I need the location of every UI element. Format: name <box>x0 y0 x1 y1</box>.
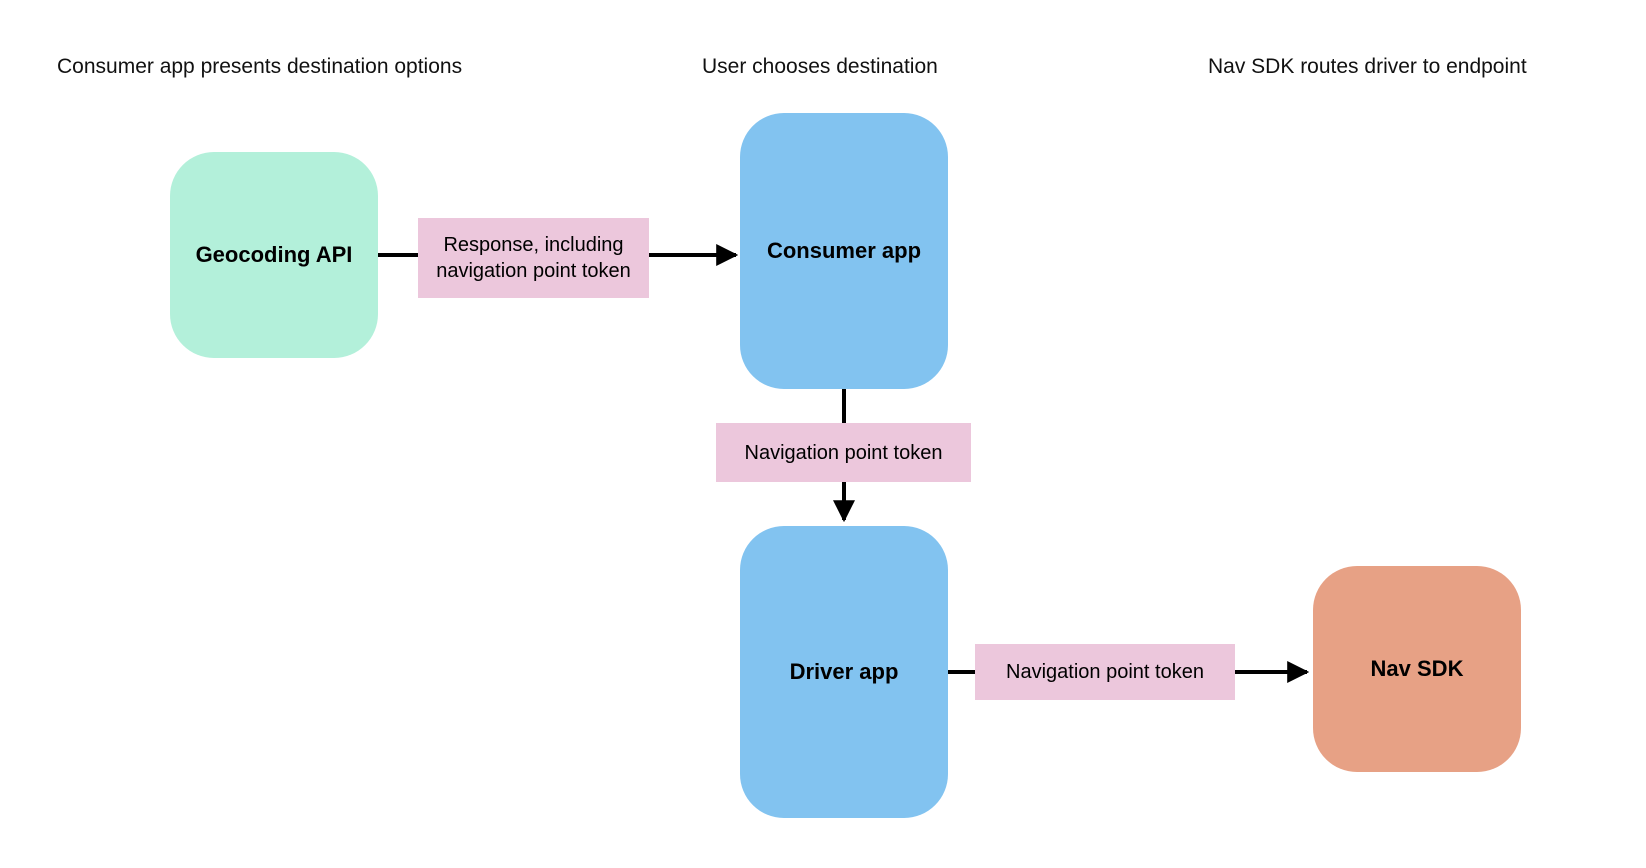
node-geocoding-api-label: Geocoding API <box>195 242 353 267</box>
node-nav-sdk: Nav SDK <box>1313 566 1521 772</box>
lane-header-consumer-presents: Consumer app presents destination option… <box>57 55 463 78</box>
node-geocoding-api: Geocoding API <box>170 152 378 358</box>
node-driver-app-label: Driver app <box>789 659 899 684</box>
node-consumer-app-label: Consumer app <box>766 238 922 263</box>
edge-label-response-including-token: Response, including navigation point tok… <box>418 218 649 298</box>
edge-label-navigation-point-token-horizontal: Navigation point token <box>975 644 1235 700</box>
lane-header-navsdk-routes: Nav SDK routes driver to endpoint <box>1208 55 1527 78</box>
node-driver-app: Driver app <box>740 526 948 818</box>
node-consumer-app: Consumer app <box>740 113 948 389</box>
lane-header-user-chooses: User chooses destination <box>702 55 938 78</box>
edge-label-navigation-point-token-vertical: Navigation point token <box>716 423 971 482</box>
node-nav-sdk-label: Nav SDK <box>1370 656 1464 681</box>
